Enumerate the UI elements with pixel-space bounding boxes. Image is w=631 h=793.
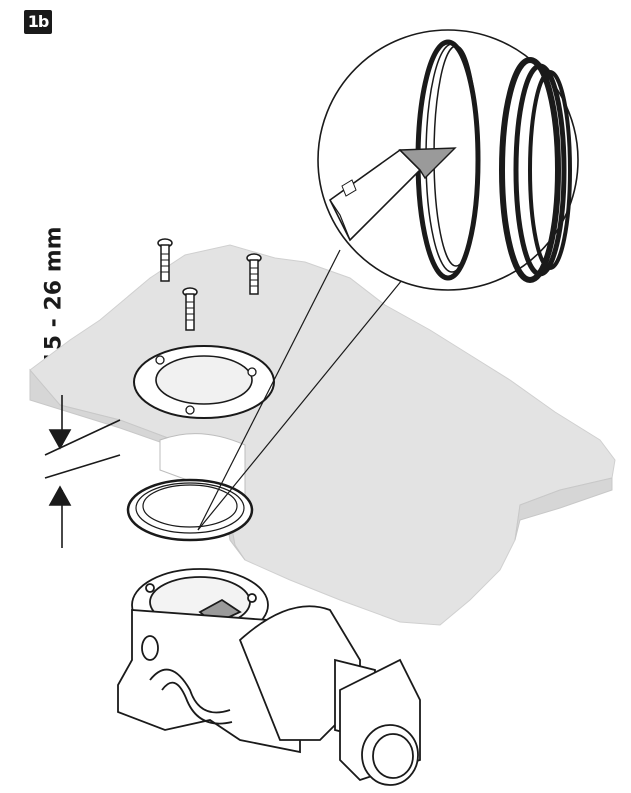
- step-badge: 1b: [24, 10, 52, 34]
- zoom-leader: [197, 249, 421, 531]
- screw-icon: [182, 287, 198, 331]
- sealing-gasket: [126, 478, 254, 542]
- screw-icon: [246, 253, 262, 295]
- floor-top-surface: [29, 244, 616, 626]
- knife-icon: [328, 147, 457, 242]
- flange-ring: [133, 345, 275, 419]
- floor-right-edge: [514, 477, 613, 541]
- zoom-detail: [317, 29, 579, 291]
- drain-body: [117, 568, 421, 786]
- screw-icon: [157, 238, 173, 282]
- dimension-marker: [44, 395, 121, 548]
